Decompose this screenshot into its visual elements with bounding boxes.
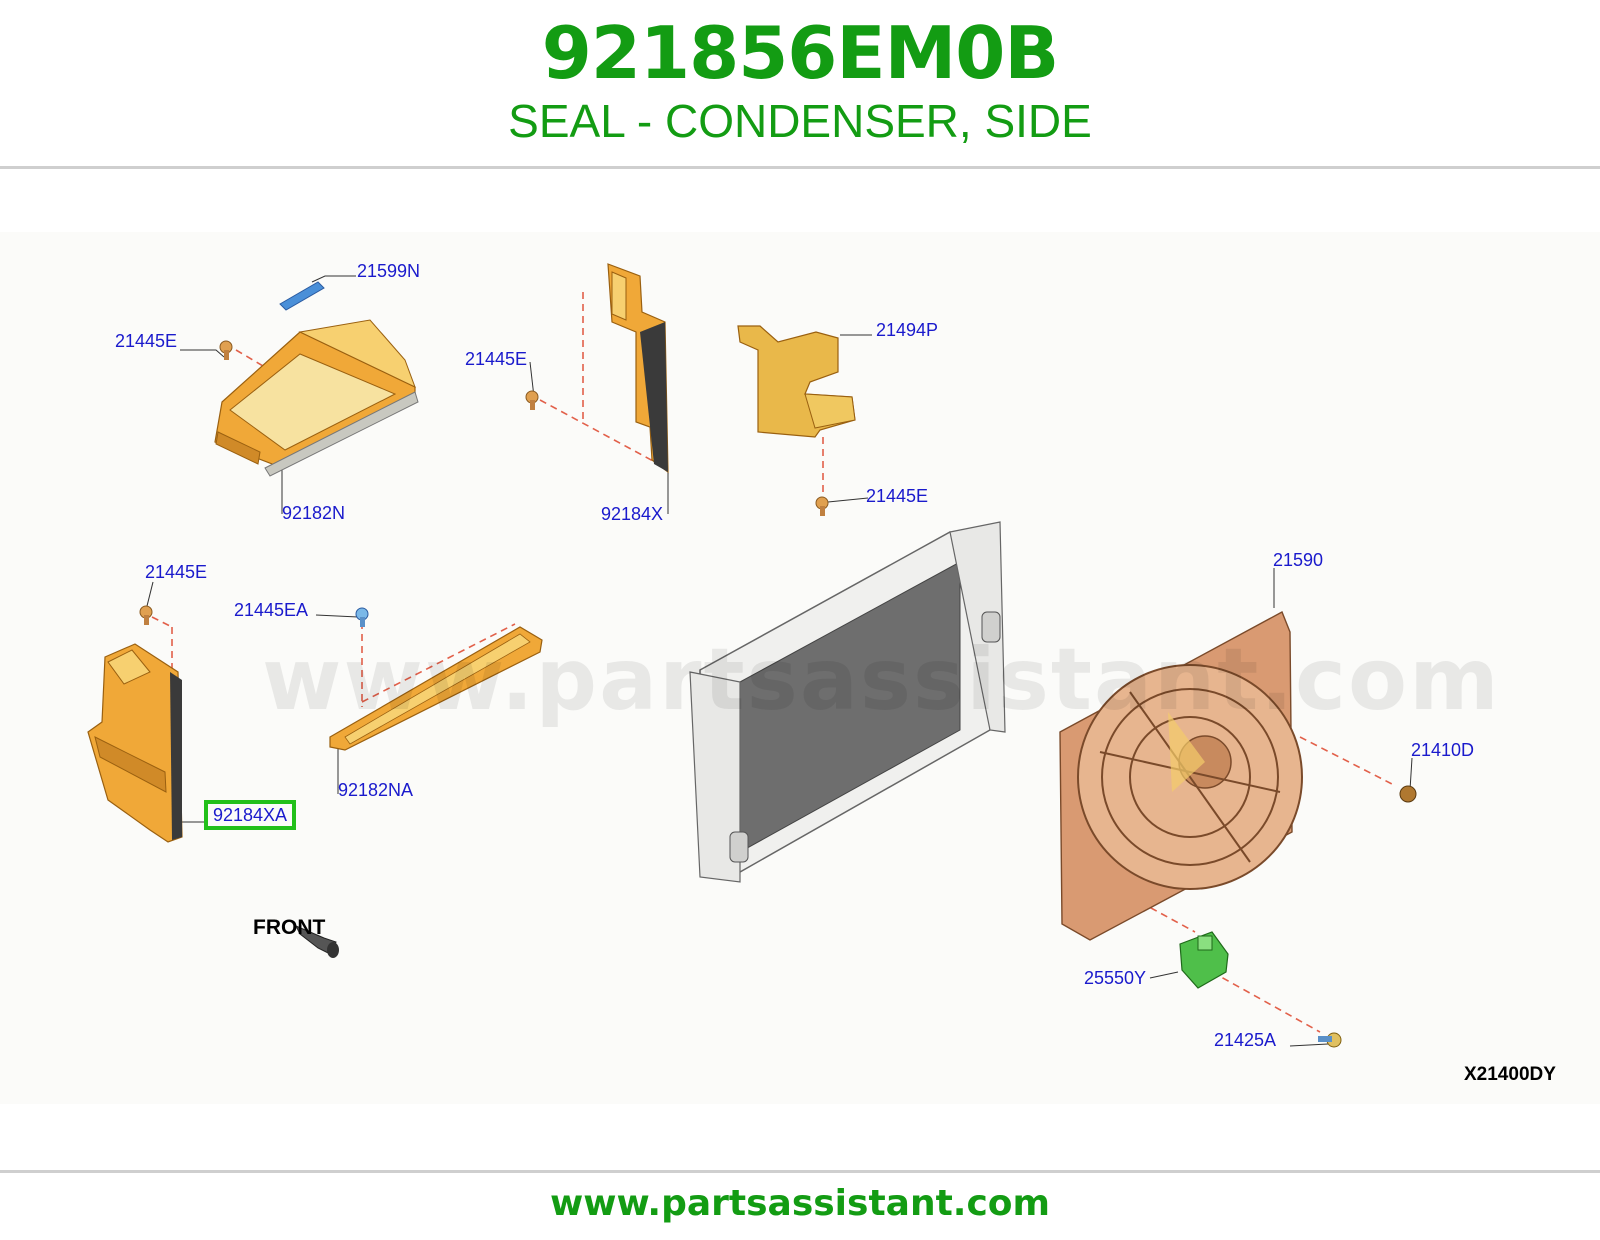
callout-21425A[interactable]: 21425A — [1214, 1030, 1277, 1050]
callout-21494P[interactable]: 21494P — [876, 320, 939, 340]
fastener-clips — [139, 340, 1417, 1048]
part-number-title: 921856EM0B — [541, 11, 1059, 95]
diagram-illustration — [87, 263, 1417, 1048]
callout-21410D[interactable]: 21410D — [1411, 740, 1475, 760]
callout-21445E[interactable]: 21445E — [115, 331, 178, 351]
part-92184XA-side-seal — [87, 643, 183, 843]
header-divider — [0, 166, 1600, 169]
part-92182NA-lower-air-guide — [329, 626, 543, 751]
callout-21445E[interactable]: 21445E — [866, 486, 929, 506]
front-direction-arrow — [294, 925, 339, 958]
leader-lines — [145, 275, 1413, 1047]
callout-92182N[interactable]: 92182N — [282, 503, 346, 523]
callout-92184XA-highlighted[interactable]: 92184XA — [204, 800, 297, 830]
footer-divider — [0, 1170, 1600, 1173]
part-21590-fan-shroud — [1059, 611, 1303, 941]
part-92182N-upper-air-guide — [214, 319, 419, 477]
parts-diagram: www.partsassistant.com 21599N 21445E 921… — [0, 232, 1600, 1104]
part-radiator-condenser-core — [689, 521, 1006, 883]
callout-25550Y[interactable]: 25550Y — [1084, 968, 1147, 988]
part-21599N-strip — [279, 281, 325, 311]
part-25550Y-resistor — [1179, 931, 1229, 989]
callout-21445E[interactable]: 21445E — [145, 562, 208, 582]
callout-21599N[interactable]: 21599N — [357, 261, 421, 281]
diagram-id: X21400DY — [1464, 1064, 1556, 1085]
page-header: 921856EM0B SEAL - CONDENSER, SIDE — [0, 0, 1600, 168]
part-description: SEAL - CONDENSER, SIDE — [508, 95, 1092, 147]
callout-21445E[interactable]: 21445E — [465, 349, 528, 369]
watermark-text: www.partsassistant.com — [262, 630, 1501, 730]
callout-21590[interactable]: 21590 — [1273, 550, 1324, 570]
part-92184X-side-seal — [607, 263, 669, 474]
footer-website-link[interactable]: www.partsassistant.com — [549, 1183, 1051, 1224]
callout-92182NA[interactable]: 92182NA — [338, 780, 414, 800]
callout-21445EA[interactable]: 21445EA — [234, 600, 309, 620]
front-label: FRONT — [253, 916, 326, 939]
part-21494P-bracket — [737, 325, 856, 438]
callout-92184X[interactable]: 92184X — [601, 504, 664, 524]
assembly-lines — [151, 292, 1393, 1033]
